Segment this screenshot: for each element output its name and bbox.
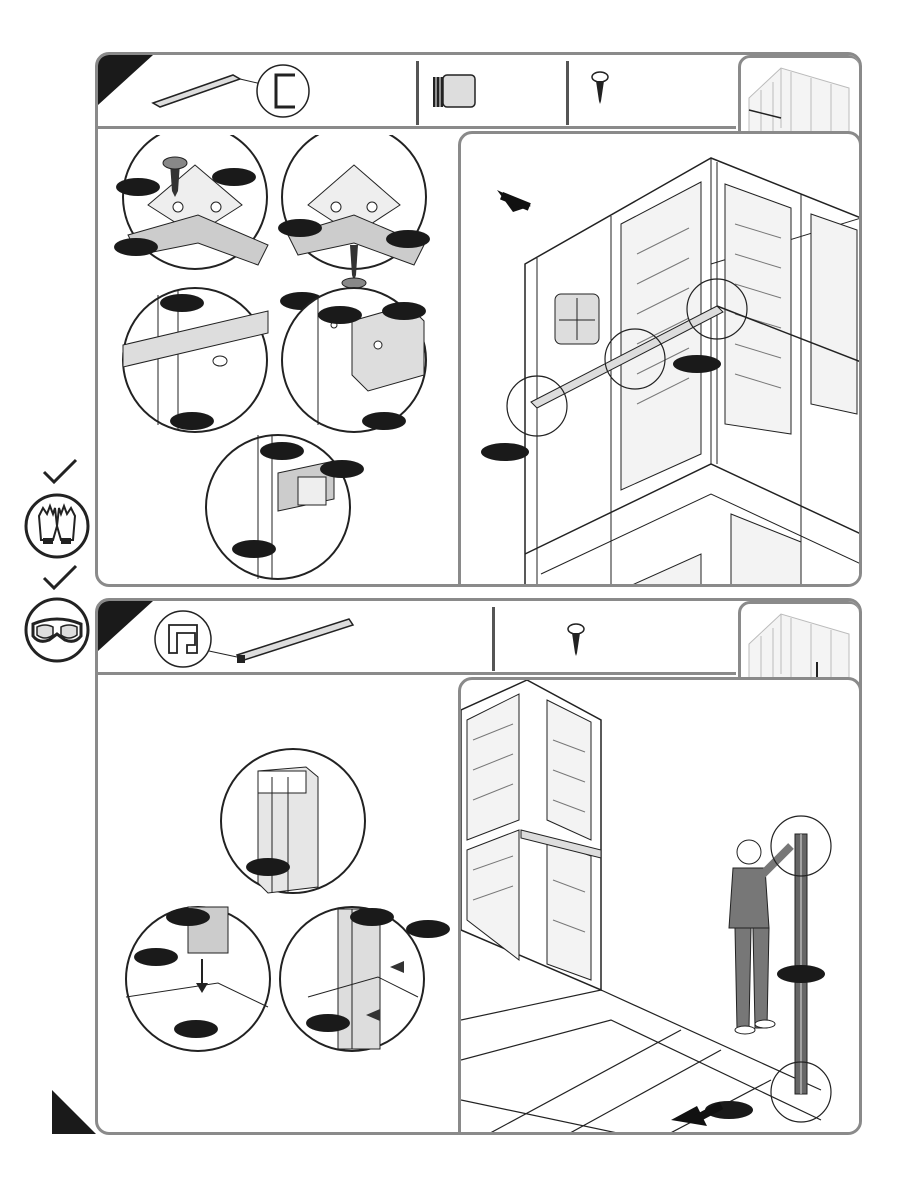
label-callout (174, 1020, 218, 1038)
label-callout (362, 412, 406, 430)
screw-icon (564, 623, 588, 657)
assembly-view (458, 677, 862, 1135)
parts-divider (566, 61, 569, 125)
label-callout (306, 1014, 350, 1032)
label-callout (134, 948, 178, 966)
label-callout (246, 858, 290, 876)
label-callout (350, 908, 394, 926)
goggles-icon (23, 596, 91, 664)
parts-divider (492, 607, 495, 671)
assembly-view (458, 131, 862, 587)
label-callout (320, 460, 364, 478)
step-panel-1 (95, 52, 862, 587)
label-callout (170, 412, 214, 430)
label-callout (278, 219, 322, 237)
rail-channel-icon (148, 63, 418, 119)
page-corner-tab (52, 1090, 96, 1134)
label-callout (481, 443, 529, 461)
label-callout (777, 965, 825, 983)
checkmark-icon (40, 456, 80, 486)
label-callout (260, 442, 304, 460)
label-callout (232, 540, 276, 558)
parts-divider (416, 61, 419, 125)
square-cap-icon (431, 69, 481, 113)
label-callout (212, 168, 256, 186)
detail-post-profile (221, 749, 365, 893)
label-callout (406, 920, 450, 938)
label-callout (673, 355, 721, 373)
parts-bar (98, 601, 736, 675)
detail-views (108, 135, 468, 585)
gloves-icon (23, 492, 91, 560)
checkmark-icon (40, 562, 80, 592)
label-callout (160, 294, 204, 312)
label-callout (386, 230, 430, 248)
parts-bar (98, 55, 736, 129)
label-callout (166, 908, 210, 926)
corner-post-icon (153, 607, 413, 669)
screw-icon (588, 71, 612, 105)
detail-views (118, 747, 458, 1057)
label-callout (382, 302, 426, 320)
detail-post-screws (280, 907, 424, 1051)
label-callout (116, 178, 160, 196)
detail-corner-top-right (282, 135, 426, 288)
label-callout (114, 238, 158, 256)
label-callout (318, 306, 362, 324)
step-panel-2 (95, 598, 862, 1135)
